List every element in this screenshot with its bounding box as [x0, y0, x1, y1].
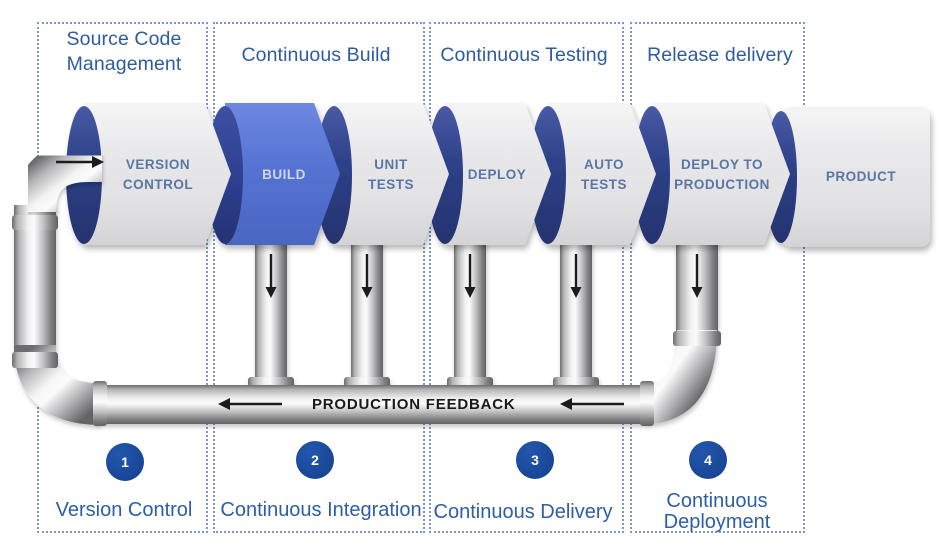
left-loop-pipe — [14, 205, 101, 425]
pipe-coupling — [12, 352, 58, 368]
production-feedback-label: PRODUCTION FEEDBACK — [312, 396, 516, 413]
down-arrowhead-icon — [570, 287, 582, 298]
down-arrowhead-icon — [691, 287, 703, 298]
stage-caption-3: Continuous Delivery — [433, 501, 613, 523]
feedback-left-arrowhead-icon — [560, 398, 572, 410]
right-return-pipe — [643, 240, 718, 424]
stage-title-1: Source Code Management — [66, 28, 182, 75]
segment-label-product: PRODUCT — [825, 168, 897, 184]
segment-label-build: BUILD — [262, 166, 306, 182]
segment-body-deploy-to-production — [652, 103, 790, 245]
feedback-pipe — [96, 385, 648, 424]
stage-title-3: Continuous Testing — [440, 44, 608, 66]
stage-caption-4: Continuous Deployment — [663, 490, 771, 533]
inlet-arrowhead-icon — [92, 156, 104, 168]
pipe-coupling — [93, 381, 107, 426]
flow-arrows — [56, 156, 703, 410]
stage-box-continuous-build — [213, 22, 425, 533]
pipe-run — [96, 385, 648, 424]
pipe-run — [14, 205, 56, 360]
feedback-left-arrowhead-icon — [218, 398, 230, 410]
down-arrowhead-icon — [464, 287, 476, 298]
stage-badge-3: 3 — [516, 441, 554, 479]
down-arrowhead-icon — [361, 287, 373, 298]
stage-caption-2: Continuous Integration — [220, 499, 422, 521]
stage-box-continuous-testing — [429, 22, 624, 533]
pipe-couplings — [12, 215, 721, 426]
segment-body-product — [781, 107, 930, 247]
stage-caption-1: Version Control — [55, 499, 193, 521]
segment-body-version-control — [84, 103, 231, 245]
stage-badge-2: 2 — [296, 441, 334, 479]
segment-body-build — [225, 103, 340, 245]
pipeline-band — [66, 103, 930, 247]
segment-body-auto-tests — [548, 103, 656, 245]
pipe-coupling — [640, 381, 654, 426]
down-arrowhead-icon — [265, 287, 277, 298]
stage-badge-4: 4 — [689, 441, 727, 479]
pipe-coupling — [673, 331, 721, 346]
stage-title-2: Continuous Build — [241, 44, 391, 66]
segment-label-auto-tests: AUTO TESTS — [580, 156, 627, 192]
segment-label-deploy: DEPLOY — [467, 166, 527, 182]
segment-label-version-control: VERSION CONTROL — [122, 156, 194, 192]
segment-body-unit-tests — [334, 103, 449, 245]
pipe-coupling — [12, 215, 58, 230]
segment-body-deploy — [445, 103, 551, 245]
segment-label-unit-tests: UNIT TESTS — [367, 156, 414, 192]
stage-box-release-delivery — [630, 22, 805, 533]
drop-pipes — [248, 240, 599, 391]
stage-badge-1: 1 — [106, 443, 144, 481]
stage-title-4: Release delivery — [647, 44, 793, 66]
segment-label-deploy-to-production: DEPLOY TO PRODUCTION — [674, 156, 770, 192]
